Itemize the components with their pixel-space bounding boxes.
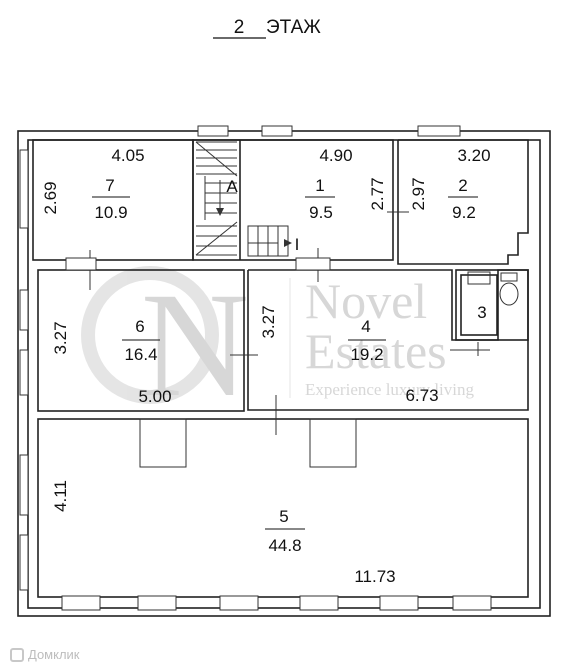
room-1-width: 4.90 xyxy=(319,146,352,165)
column-left xyxy=(139,418,187,468)
room-7-area: 10.9 xyxy=(94,203,127,222)
room-2-outline xyxy=(397,139,529,265)
room-2-area: 9.2 xyxy=(452,203,476,222)
toilet-icon xyxy=(499,282,519,306)
room-4-number: 4 xyxy=(361,317,370,336)
room-6-outline xyxy=(37,269,245,412)
floor-label: ЭТАЖ xyxy=(266,17,321,38)
watermark: N Novel Estates Experience luxury living xyxy=(81,262,475,428)
room-4-height: 3.27 xyxy=(259,305,278,338)
home-icon xyxy=(10,647,24,662)
section-marker: I xyxy=(295,235,300,254)
room-3-bath xyxy=(460,274,498,336)
column-right xyxy=(309,418,357,468)
branding-text: Домклик xyxy=(28,647,80,662)
room-5-area: 44.8 xyxy=(268,536,301,555)
room-2-height: 2.97 xyxy=(409,177,428,210)
door-marks xyxy=(89,211,490,435)
branding: Домклик xyxy=(10,647,80,662)
room-1-number: 1 xyxy=(315,176,324,195)
room-5-number: 5 xyxy=(279,507,288,526)
watermark-line1: Novel xyxy=(305,273,427,329)
room-1-height: 2.77 xyxy=(368,177,387,210)
floor-number: 2 xyxy=(234,17,245,38)
stair-marker: A xyxy=(226,177,238,196)
room-1-outline xyxy=(192,139,394,261)
room-6-number: 6 xyxy=(135,317,144,336)
room-1-area: 9.5 xyxy=(309,203,333,222)
sink-icon xyxy=(467,271,491,285)
room-5-width: 11.73 xyxy=(354,567,395,586)
room-4-width: 6.73 xyxy=(405,386,438,405)
room-7-number: 7 xyxy=(105,176,114,195)
watermark-tagline: Experience luxury living xyxy=(305,380,475,399)
room-6-width: 5.00 xyxy=(138,387,171,406)
watermark-monogram: N xyxy=(141,262,249,428)
room-5-outline xyxy=(37,418,529,598)
room-6-height: 3.27 xyxy=(51,321,70,354)
room-7-height: 2.69 xyxy=(41,181,60,214)
staircase xyxy=(195,141,292,257)
room-4-area: 19.2 xyxy=(350,345,383,364)
room-2-width: 3.20 xyxy=(457,146,490,165)
room-5-height: 4.11 xyxy=(51,480,70,512)
windows xyxy=(19,125,492,611)
room-7-width: 4.05 xyxy=(111,146,144,165)
room-6-area: 16.4 xyxy=(124,345,157,364)
room-3-outline xyxy=(455,269,529,341)
room-2-number: 2 xyxy=(458,176,467,195)
watermark-line2: Estates xyxy=(305,323,447,379)
room-3-number: 3 xyxy=(477,303,486,322)
